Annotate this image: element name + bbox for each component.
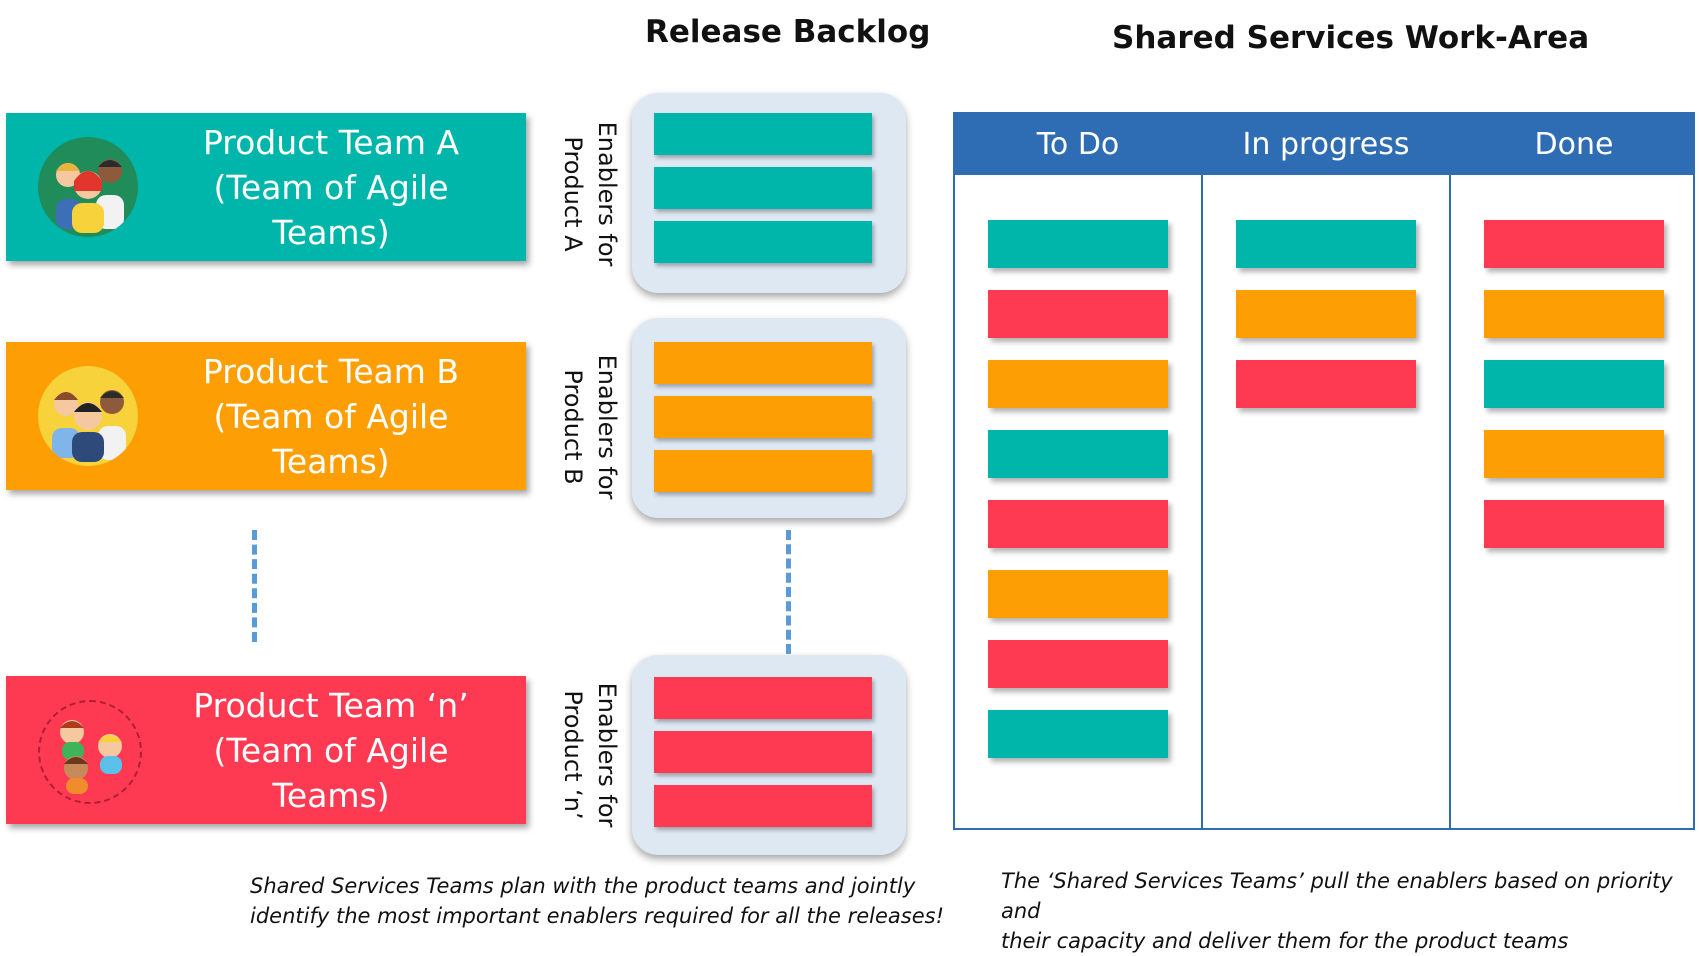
kanban-card-todo[interactable] — [988, 500, 1168, 548]
backlog-group-n — [632, 655, 906, 855]
kanban-card-in-progress[interactable] — [1236, 360, 1416, 408]
backlog-group-b — [632, 318, 906, 518]
kanban-card-done[interactable] — [1484, 430, 1664, 478]
column-in-progress-title: In progress — [1242, 127, 1410, 162]
enabler-card[interactable] — [654, 731, 872, 773]
release-backlog-heading: Release Backlog — [645, 14, 931, 50]
team-subtitle: (Team of Agile Teams) — [213, 730, 449, 815]
team-name: Product Team ‘n’ — [193, 685, 469, 725]
kanban-card-todo[interactable] — [988, 570, 1168, 618]
enabler-card[interactable] — [654, 450, 872, 492]
team-subtitle: (Team of Agile Teams) — [213, 396, 449, 481]
enabler-card[interactable] — [654, 113, 872, 155]
kanban-card-todo[interactable] — [988, 220, 1168, 268]
kanban-card-todo[interactable] — [988, 430, 1168, 478]
caption-left: Shared Services Teams plan with the prod… — [250, 874, 944, 928]
team-people-icon — [38, 137, 138, 237]
kanban-card-in-progress[interactable] — [1236, 290, 1416, 338]
kanban-card-todo[interactable] — [988, 710, 1168, 758]
team-subtitle: (Team of Agile Teams) — [213, 167, 449, 252]
enabler-card[interactable] — [654, 342, 872, 384]
enabler-card[interactable] — [654, 396, 872, 438]
column-done-title: Done — [1534, 127, 1614, 162]
kanban-card-todo[interactable] — [988, 360, 1168, 408]
product-team-n-box: Product Team ‘n’ (Team of Agile Teams) — [6, 676, 526, 824]
kanban-board: To Do In progress Done — [953, 112, 1695, 830]
product-team-b-box: Product Team B (Team of Agile Teams) — [6, 342, 526, 490]
column-divider — [1449, 114, 1451, 828]
backlog-group-a — [632, 93, 906, 293]
ellipsis-dashed-line — [786, 530, 791, 654]
team-people-icon — [38, 366, 138, 466]
enabler-card[interactable] — [654, 167, 872, 209]
column-todo-title: To Do — [1036, 127, 1120, 162]
team-name: Product Team A — [202, 122, 460, 162]
board-header — [955, 114, 1693, 175]
team-people-icon — [38, 700, 142, 804]
kanban-card-todo[interactable] — [988, 640, 1168, 688]
kanban-card-done[interactable] — [1484, 360, 1664, 408]
enabler-card[interactable] — [654, 785, 872, 827]
product-team-a-box: Product Team A (Team of Agile Teams) — [6, 113, 526, 261]
kanban-card-todo[interactable] — [988, 290, 1168, 338]
enabler-card[interactable] — [654, 677, 872, 719]
kanban-card-in-progress[interactable] — [1236, 220, 1416, 268]
caption-right: The ‘Shared Services Teams’ pull the ena… — [1001, 869, 1673, 953]
team-name: Product Team B — [202, 351, 460, 391]
kanban-card-done[interactable] — [1484, 220, 1664, 268]
ellipsis-dashed-line — [252, 530, 257, 642]
column-divider — [1201, 114, 1203, 828]
enabler-card[interactable] — [654, 221, 872, 263]
shared-services-heading: Shared Services Work-Area — [1112, 20, 1590, 56]
kanban-card-done[interactable] — [1484, 290, 1664, 338]
kanban-card-done[interactable] — [1484, 500, 1664, 548]
